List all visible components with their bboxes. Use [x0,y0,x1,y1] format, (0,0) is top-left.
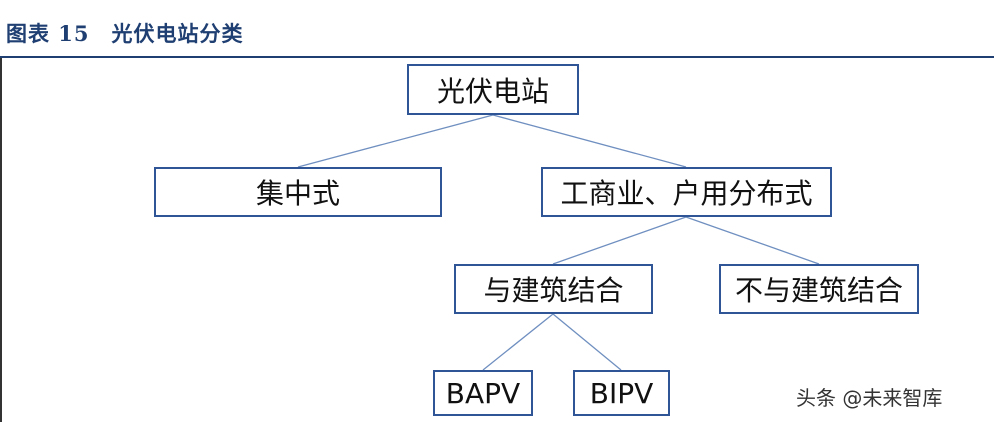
node-distributed: 工商业、户用分布式 [541,167,832,217]
watermark: 头条 @未来智库 [796,386,943,410]
node-bipv: BIPV [573,370,670,416]
connector-distributed-building [552,216,687,265]
left-border [0,58,2,422]
node-bapv: BAPV [433,370,533,416]
connector-root-central [297,114,494,168]
node-building-combined: 与建筑结合 [454,264,653,314]
node-not-building-combined: 不与建筑结合 [719,264,919,314]
title-divider [0,56,994,58]
node-pv-power-station: 光伏电站 [407,64,579,115]
figure-title: 图表 15 光伏电站分类 [6,21,244,46]
connector-root-distributed [492,114,687,168]
connector-distributed-nonbuilding [685,216,820,265]
connector-building-bipv [552,313,622,371]
connector-building-bapv [482,313,554,371]
node-centralized: 集中式 [154,167,442,217]
